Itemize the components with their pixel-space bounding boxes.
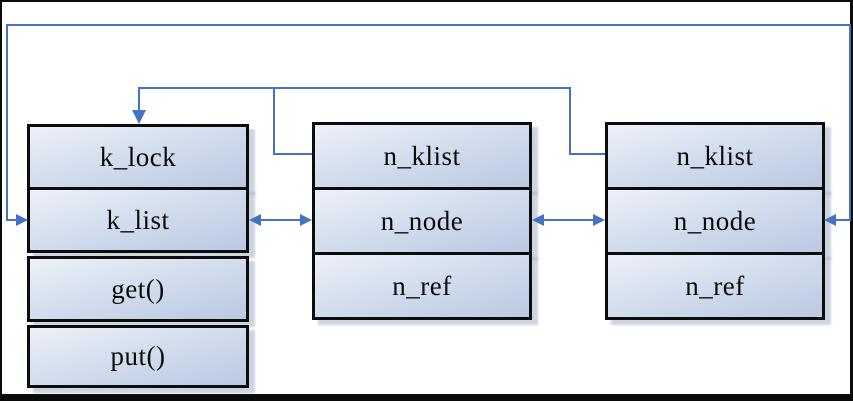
cell-node2-n-ref: n_ref — [605, 252, 825, 320]
cell-node1-n-ref: n_ref — [312, 252, 532, 320]
k-lock-label: k_lock — [99, 141, 177, 172]
cell-node2-n-klist: n_klist — [605, 122, 825, 190]
cell-k-list: k_list — [27, 187, 249, 253]
node1-n-node-label: n_node — [380, 205, 464, 236]
node1-n-ref-label: n_ref — [392, 270, 452, 301]
node2-n-ref-label: n_ref — [685, 270, 745, 301]
cell-k-lock: k_lock — [27, 124, 249, 190]
node2-n-node-label: n_node — [673, 205, 757, 236]
cell-node1-n-klist: n_klist — [312, 122, 532, 190]
arrowhead-into-klist-top — [132, 110, 146, 124]
connector-klist-node1-double-arrow — [249, 214, 312, 226]
k-list-label: k_list — [106, 204, 170, 235]
klist-node1-box: n_klist n_node n_ref — [312, 122, 532, 320]
arrowhead-into-node2-n-node — [824, 214, 836, 226]
cell-put: put() — [27, 325, 249, 388]
cell-node1-n-node: n_node — [312, 187, 532, 255]
connector-node1-node2-double-arrow — [532, 214, 605, 226]
node1-n-klist-label: n_klist — [383, 140, 461, 171]
cell-node2-n-node: n_node — [605, 187, 825, 255]
klist-struct-box: k_lock k_list get() put() — [27, 124, 249, 388]
get-label: get() — [111, 273, 165, 304]
klist-node2-box: n_klist n_node n_ref — [605, 122, 825, 320]
put-label: put() — [110, 341, 166, 371]
cell-get: get() — [27, 256, 249, 322]
node2-n-klist-label: n_klist — [676, 140, 754, 171]
